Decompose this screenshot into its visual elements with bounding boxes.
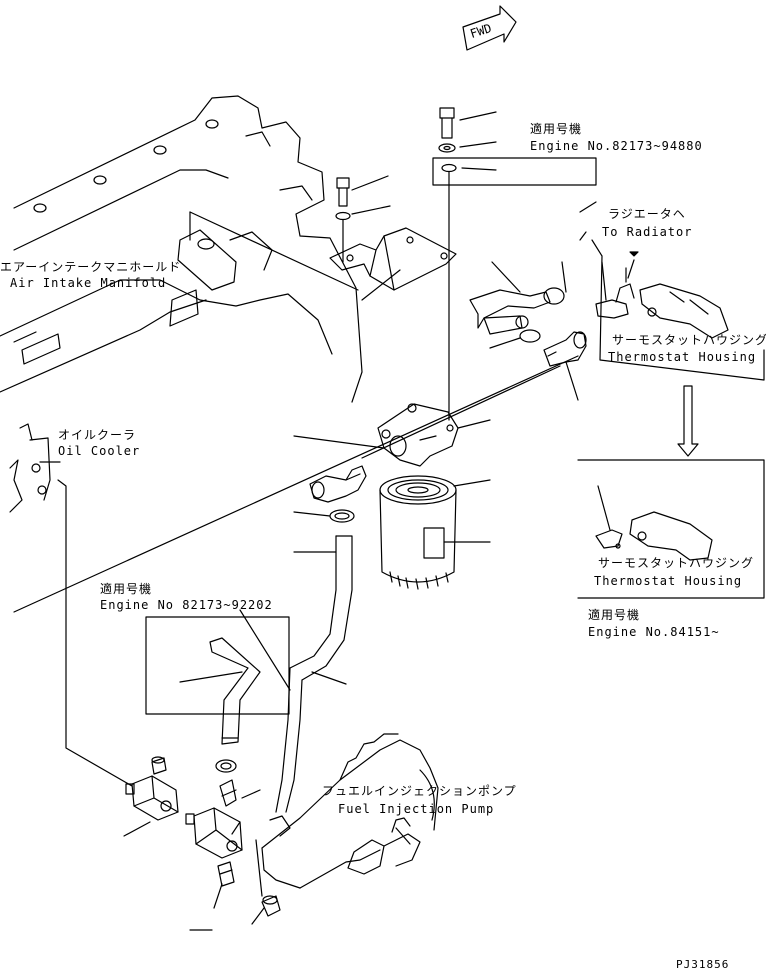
callout-frame-lower [577, 459, 765, 599]
connector-block-left [125, 775, 179, 821]
thermostat-housing-upper [595, 251, 729, 339]
mounting-bracket [329, 227, 457, 301]
fuel-injection-pump [261, 733, 439, 889]
leader-lines-lower [123, 821, 265, 925]
serial-jp-right: 適用号機 [588, 608, 641, 622]
down-arrow-icon [677, 385, 699, 457]
engine-block-outline [0, 95, 363, 513]
thermostat-jp-upper: サーモスタットハウジング [612, 333, 766, 347]
thermostat-housing-lower [595, 485, 713, 561]
callout-bracket [579, 201, 597, 241]
hose-clamp-lower [293, 509, 355, 523]
hose-variant [179, 637, 261, 745]
thermostat-en-upper: Thermostat Housing [608, 350, 757, 364]
hose-inlet [275, 535, 353, 813]
filter-cartridge [379, 475, 491, 590]
oil-cooler-jp: オイルクーラ [58, 428, 137, 442]
fwd-arrow-icon [462, 5, 517, 51]
air-intake-en: Air Intake Manifold [10, 276, 167, 290]
oil-cooler-pipe [39, 461, 133, 787]
bolt-upper [438, 107, 457, 173]
serial-jp-upper: 適用号機 [530, 122, 583, 136]
reference-line [13, 355, 579, 613]
serial-range-upper: Engine No.82173~94880 [530, 139, 703, 153]
air-intake-jp: エアーインテークマニホールド [0, 260, 182, 274]
serial-jp-lower: 適用号機 [100, 582, 153, 596]
filter-head [293, 403, 491, 467]
serial-range-right: Engine No.84151~ [588, 625, 720, 639]
fuel-pump-en: Fuel Injection Pump [338, 802, 495, 816]
to-radiator-jp: ラジエータヘ [608, 207, 686, 221]
fuel-pump-jp: フュエルインジェクションポンプ [322, 784, 517, 798]
return-line [361, 365, 561, 459]
clamp-small [215, 759, 237, 773]
leader-lines-upper [459, 111, 497, 171]
thermostat-en-lower: Thermostat Housing [594, 574, 743, 588]
connector-adapter [543, 331, 587, 401]
connector-block-right [185, 807, 243, 859]
hose-to-radiator [469, 261, 551, 335]
oil-cooler-en: Oil Cooler [58, 444, 141, 458]
plug-top-left [151, 756, 167, 775]
nipple-fitting [219, 779, 261, 807]
bolt-bracket [335, 175, 391, 263]
variant-box-upper [432, 157, 597, 186]
to-radiator-en: To Radiator [602, 225, 693, 239]
callout-frame-upper [591, 239, 765, 381]
serial-range-lower: Engine No 82173~92202 [100, 598, 273, 612]
drawing-number: PJ31856 [676, 958, 730, 971]
elbow-fitting [309, 465, 367, 503]
nipple-lower [217, 861, 235, 887]
hose-clamp-mid [489, 329, 541, 349]
plug-bottom [261, 895, 281, 917]
thermostat-jp-lower: サーモスタットハウジング [598, 556, 755, 570]
variant-box-lower-leader [239, 609, 291, 691]
variant-box-lower [145, 616, 290, 715]
hose-clamp-upper [543, 261, 567, 305]
